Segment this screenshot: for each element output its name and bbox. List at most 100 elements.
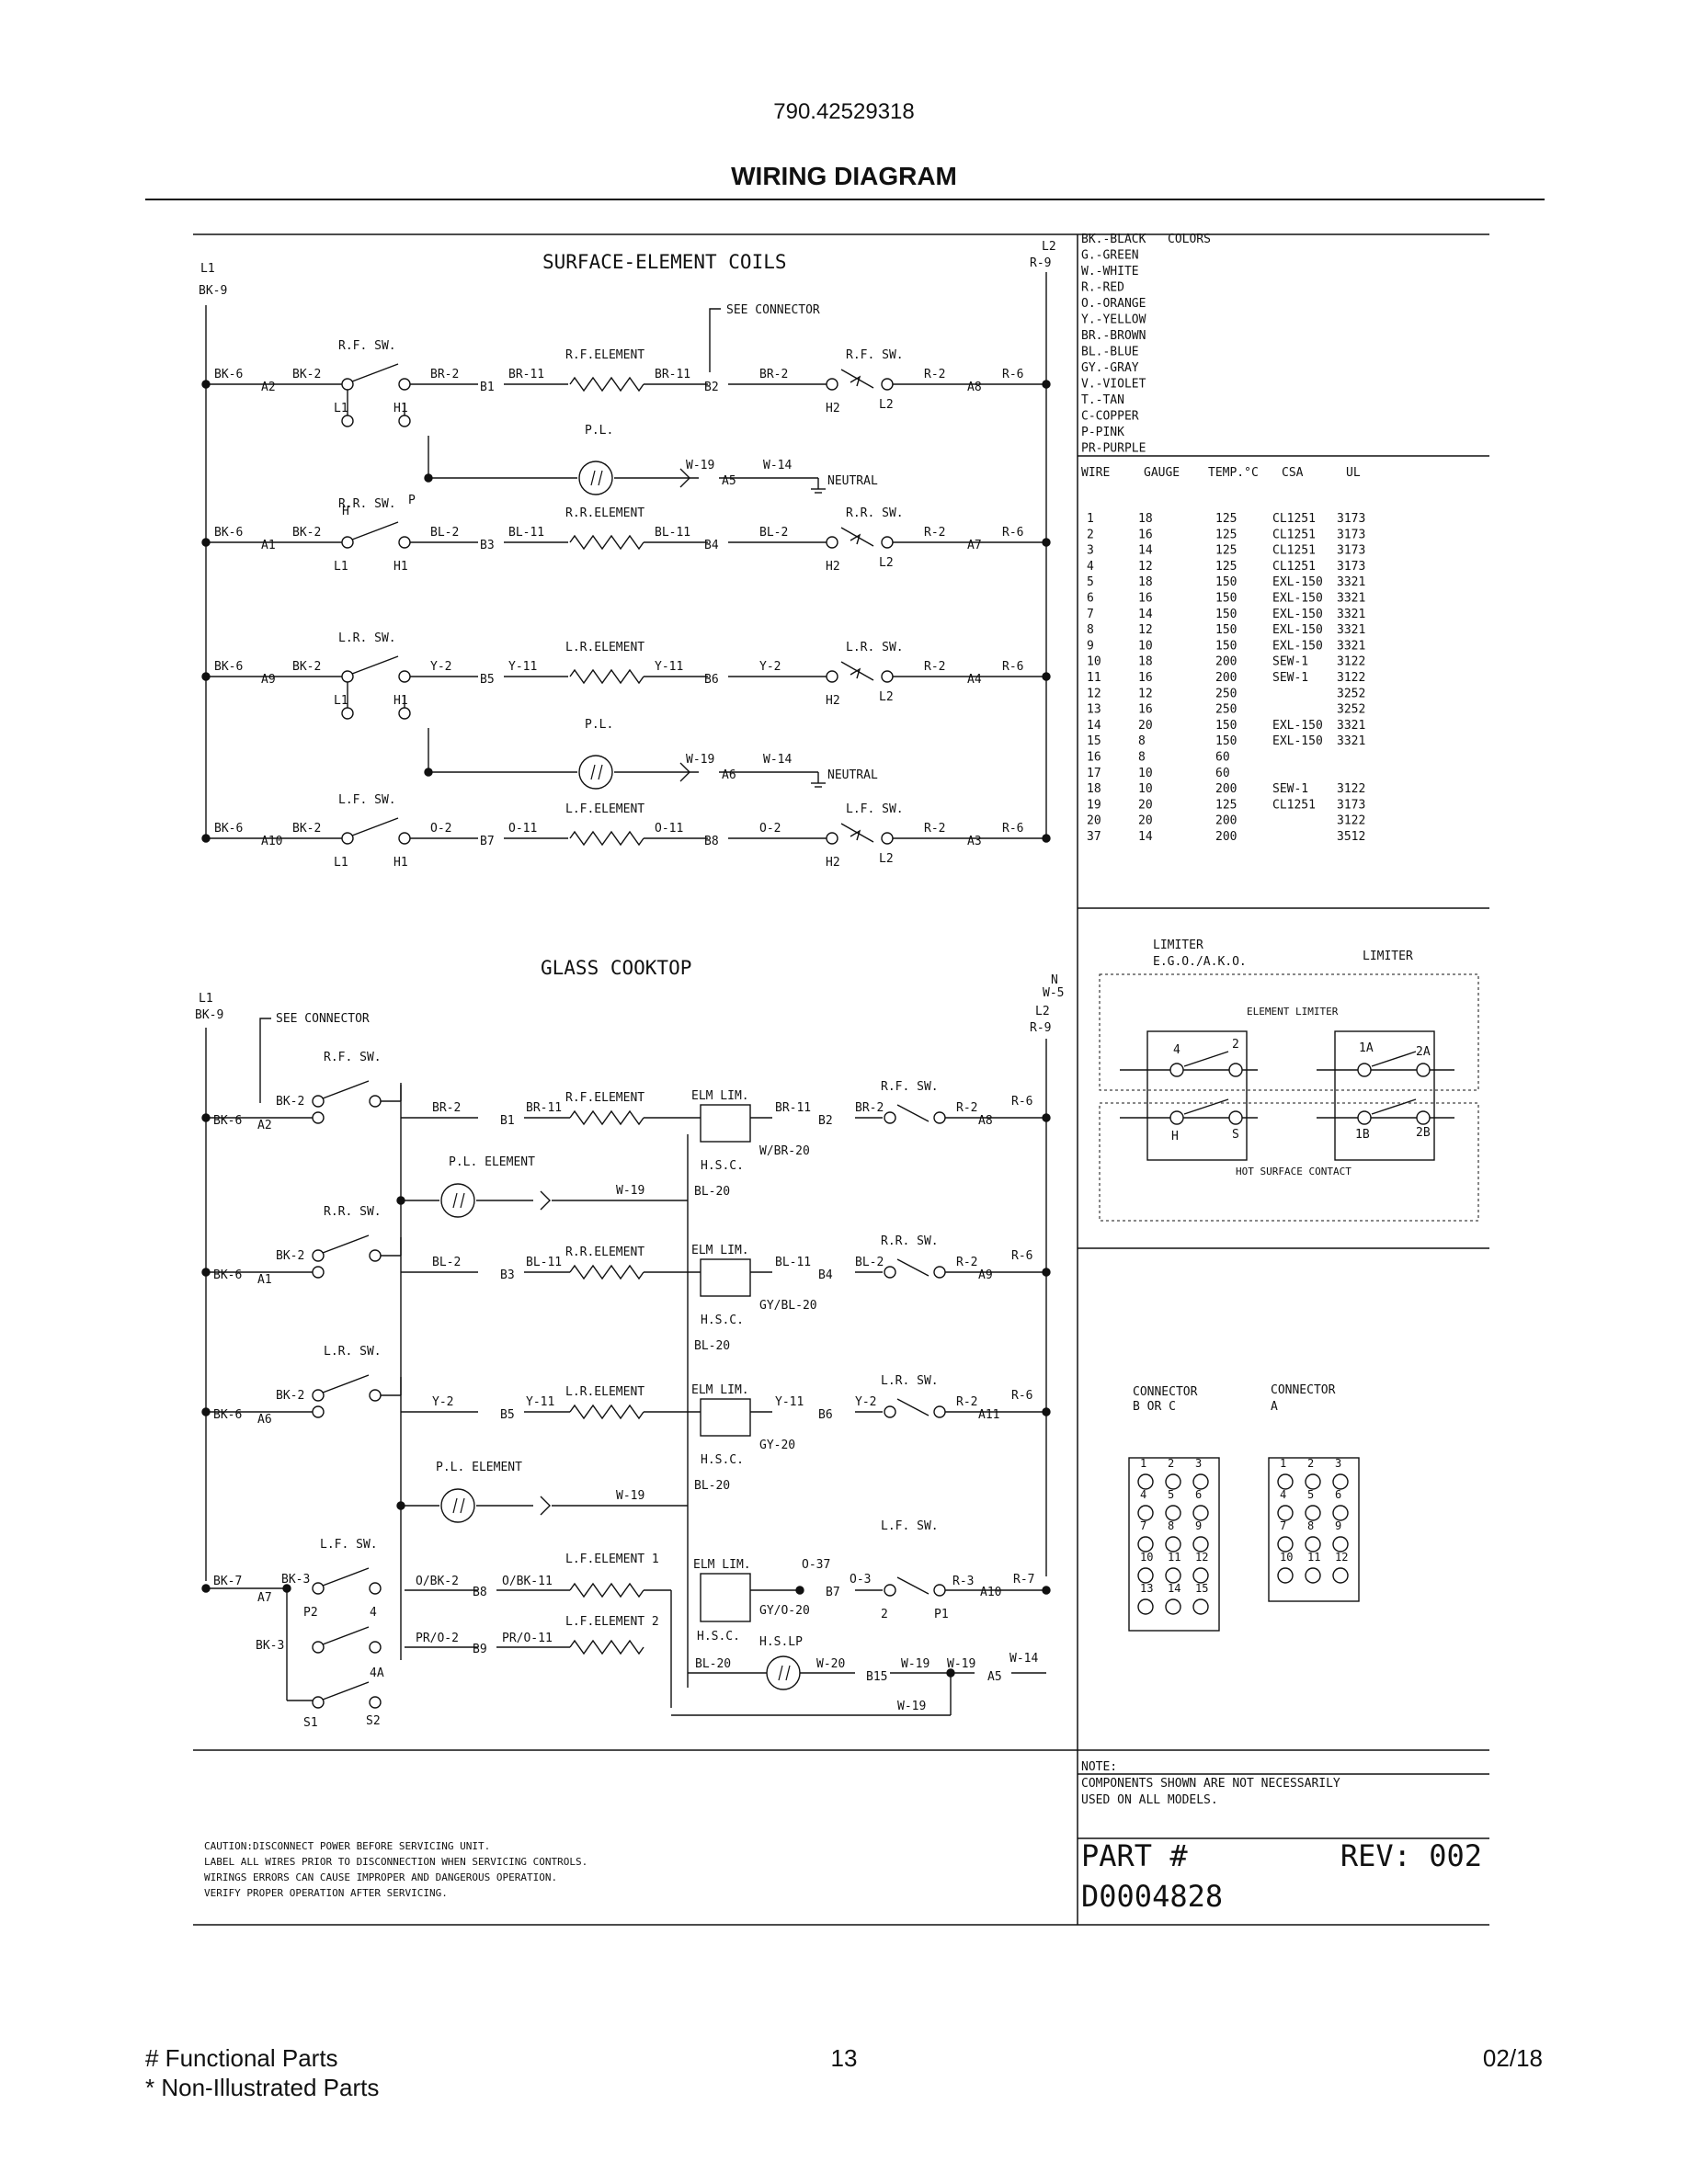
label: L.R.ELEMENT bbox=[565, 1385, 644, 1399]
switch-contact bbox=[312, 1249, 325, 1262]
label: R.F.ELEMENT bbox=[565, 1091, 644, 1105]
color-legend-item: Y.-YELLOW bbox=[1081, 313, 1146, 327]
label: R-2 bbox=[956, 1395, 977, 1409]
label: L1 bbox=[200, 262, 215, 276]
wire bbox=[322, 1234, 370, 1254]
label: W-14 bbox=[763, 459, 792, 472]
table-cell: 3122 bbox=[1337, 671, 1365, 685]
pin-label: 3 bbox=[1195, 1457, 1202, 1470]
label: LIMITER bbox=[1153, 938, 1203, 952]
label: BK-6 bbox=[213, 1114, 242, 1128]
table-cell: 200 bbox=[1215, 782, 1237, 796]
table-cell: 12 bbox=[1087, 687, 1101, 700]
wire bbox=[259, 1018, 271, 1103]
table-cell: 3122 bbox=[1337, 814, 1365, 828]
connector-bc bbox=[1128, 1457, 1220, 1632]
label: L2 bbox=[879, 398, 894, 412]
pin-label: 12 bbox=[1195, 1551, 1208, 1564]
label: 2 bbox=[881, 1608, 888, 1621]
table-cell: 3122 bbox=[1337, 655, 1365, 669]
label: W-19 bbox=[947, 1657, 975, 1671]
label: L2 bbox=[1035, 1005, 1050, 1018]
switch-contact bbox=[312, 1582, 325, 1595]
label: ELM LIM. bbox=[693, 1558, 751, 1572]
pin-label: 8 bbox=[1307, 1519, 1314, 1532]
limiter-terminal bbox=[1416, 1110, 1431, 1125]
heating-element-coil bbox=[569, 1264, 644, 1280]
label: H2 bbox=[826, 856, 840, 870]
color-legend-item: V.-VIOLET bbox=[1081, 378, 1146, 392]
limiter-terminal bbox=[1228, 1110, 1243, 1125]
label: W-19 bbox=[897, 1700, 926, 1713]
label: ELM LIM. bbox=[691, 1383, 749, 1397]
label: BL-11 bbox=[526, 1256, 562, 1269]
label: A1 bbox=[257, 1273, 272, 1287]
table-cell: 150 bbox=[1215, 608, 1237, 621]
switch-contact bbox=[312, 1389, 325, 1402]
table-cell: 250 bbox=[1215, 687, 1237, 700]
label: R.R. SW. bbox=[881, 1234, 939, 1248]
table-cell: 3321 bbox=[1337, 575, 1365, 589]
wire bbox=[452, 1192, 458, 1209]
label: L1 bbox=[334, 694, 348, 708]
wire bbox=[540, 1496, 551, 1516]
switch-contact bbox=[933, 1584, 946, 1597]
table-cell: CL1251 bbox=[1272, 528, 1316, 541]
pilot-lamp bbox=[440, 1183, 475, 1218]
diagram-frame bbox=[193, 233, 1489, 1926]
connector-pin bbox=[1137, 1567, 1154, 1584]
label: B7 bbox=[826, 1586, 840, 1599]
label: R.R. SW. bbox=[846, 506, 904, 520]
table-cell: 16 bbox=[1138, 528, 1153, 541]
label: BK-2 bbox=[292, 526, 321, 540]
table-header: TEMP.°C bbox=[1208, 466, 1259, 480]
wire bbox=[351, 655, 399, 675]
limiter-box bbox=[1099, 973, 1479, 1091]
table-cell: 3321 bbox=[1337, 608, 1365, 621]
wire bbox=[896, 1104, 930, 1122]
table-cell: 8 bbox=[1087, 623, 1094, 637]
label: BL-20 bbox=[695, 1657, 731, 1671]
heating-element-coil bbox=[569, 1582, 644, 1598]
wire bbox=[1183, 1051, 1229, 1067]
switch-contact bbox=[341, 707, 354, 720]
table-cell: 3321 bbox=[1337, 592, 1365, 606]
label: B3 bbox=[500, 1268, 515, 1282]
connector-pin bbox=[1305, 1567, 1321, 1584]
switch-contact bbox=[398, 707, 411, 720]
table-cell: 16 bbox=[1138, 703, 1153, 717]
label: L.R.ELEMENT bbox=[565, 641, 644, 654]
wire bbox=[850, 829, 861, 841]
label: ELEMENT LIMITER bbox=[1247, 1006, 1339, 1018]
table-cell: 7 bbox=[1087, 608, 1094, 621]
table-cell: 200 bbox=[1215, 830, 1237, 844]
switch-contact bbox=[312, 1641, 325, 1654]
label: R-3 bbox=[952, 1575, 974, 1588]
label: O/BK-11 bbox=[502, 1575, 553, 1588]
table-cell: EXL-150 bbox=[1272, 575, 1323, 589]
label: L1 bbox=[334, 856, 348, 870]
color-legend-item: BR.-BROWN bbox=[1081, 329, 1146, 343]
label: R-6 bbox=[1002, 526, 1023, 540]
switch-contact bbox=[826, 832, 838, 845]
label: L1 bbox=[334, 560, 348, 574]
wire bbox=[540, 1190, 551, 1211]
label: H2 bbox=[826, 560, 840, 574]
label: L.F. SW. bbox=[338, 793, 396, 807]
table-cell: 18 bbox=[1138, 575, 1153, 589]
label: 2A bbox=[1416, 1045, 1431, 1059]
label: PR/O-11 bbox=[502, 1632, 553, 1645]
table-cell: 16 bbox=[1138, 671, 1153, 685]
switch-contact bbox=[884, 1405, 896, 1418]
label: A3 bbox=[967, 835, 982, 848]
table-cell: 150 bbox=[1215, 623, 1237, 637]
table-cell: 125 bbox=[1215, 528, 1237, 541]
label: LIMITER bbox=[1363, 950, 1413, 963]
connector-pin bbox=[1137, 1473, 1154, 1490]
switch-contact bbox=[398, 832, 411, 845]
pin-label: 2 bbox=[1168, 1457, 1174, 1470]
table-cell: 4 bbox=[1087, 560, 1094, 574]
label: BK-2 bbox=[276, 1095, 304, 1109]
hot-surface-lamp bbox=[766, 1655, 801, 1690]
label: O-37 bbox=[802, 1558, 830, 1572]
